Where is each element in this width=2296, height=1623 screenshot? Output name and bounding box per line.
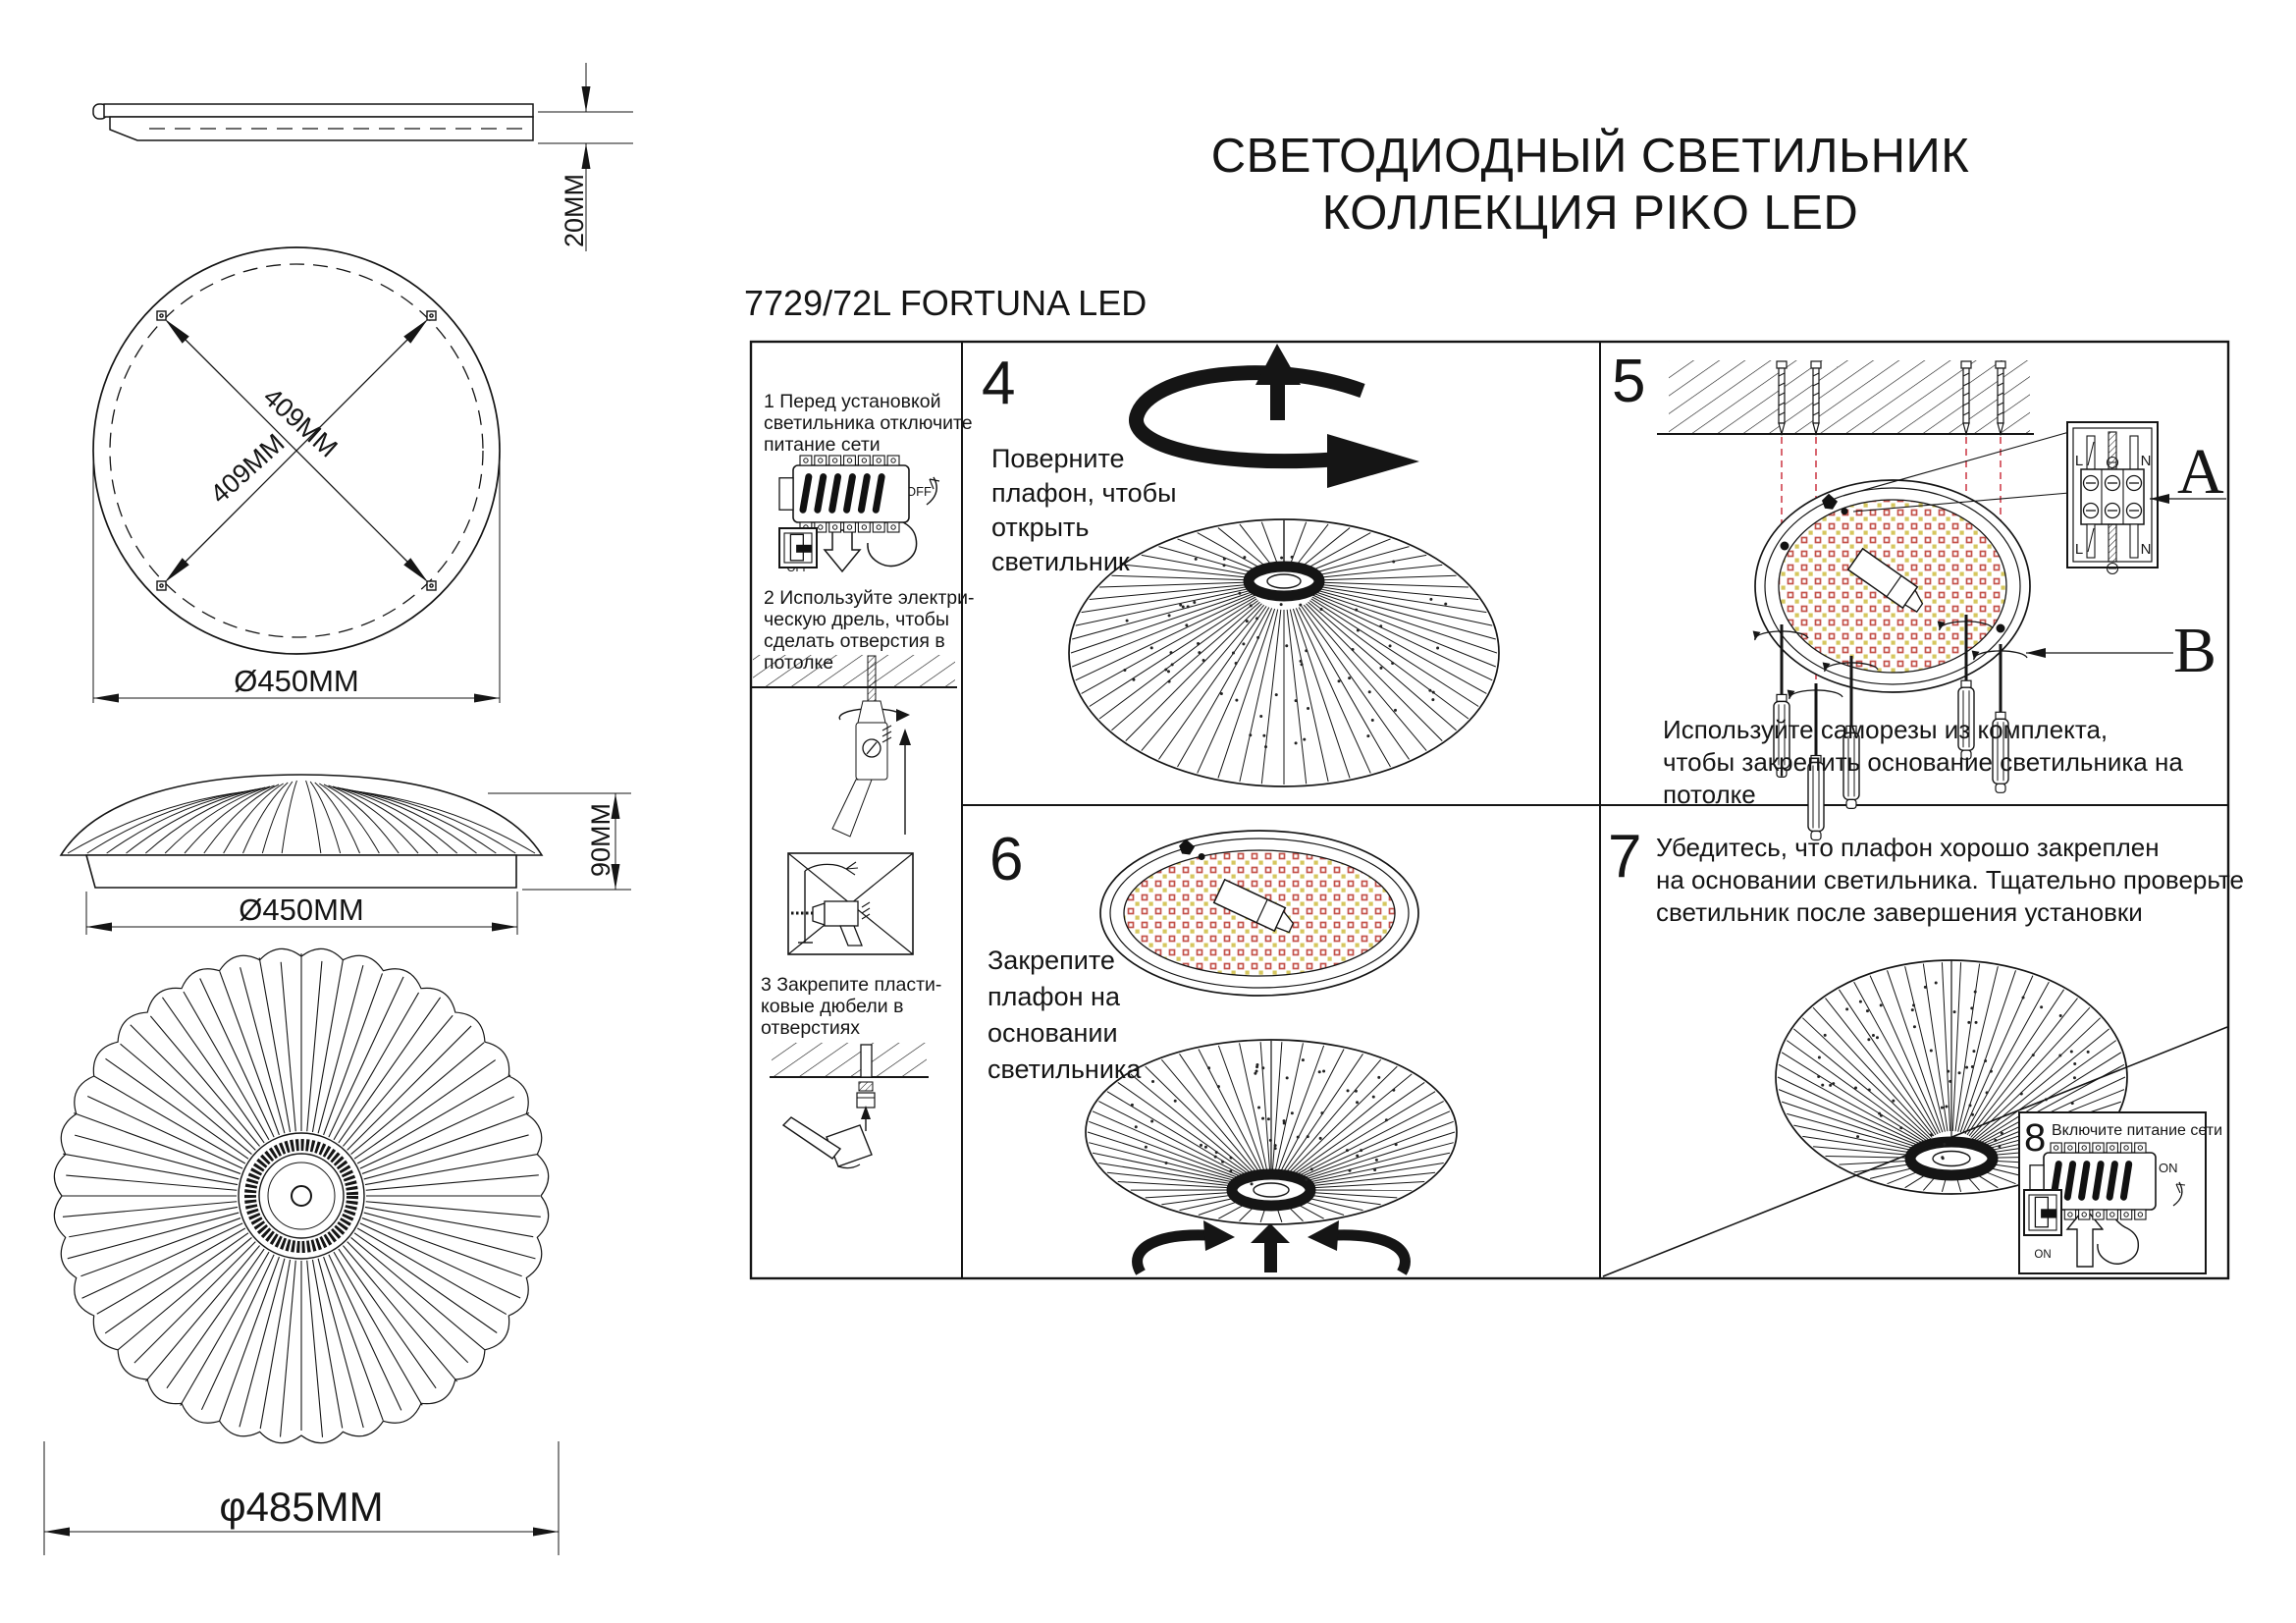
step2-line: сделать отверстия в — [764, 630, 945, 652]
step2-line: 2 Используйте электри- — [764, 587, 975, 609]
model-number: 7729/72L FORTUNA LED — [744, 283, 1148, 323]
step7-caption-line: Убедитесь, что плафон хорошо закреплен — [1656, 833, 2160, 862]
fixture-side-view-drawing: Ø450MM 90MM — [59, 774, 631, 935]
step4-line: открыть — [991, 513, 1090, 542]
step4-text: Поверните плафон, чтобы открыть светильн… — [991, 442, 1177, 579]
instruction-grid-borders — [749, 340, 2230, 1280]
step5-caption-line: Используйте саморезы из комплекта, — [1663, 715, 2109, 744]
step6-line: светильника — [988, 1055, 1142, 1084]
step6-line: плафон на — [988, 982, 1120, 1011]
step6-line: Закрепите — [988, 946, 1115, 975]
step5-caption: Используйте саморезы из комплекта, чтобы… — [1663, 714, 2183, 811]
dim-base-diameter-plan: Ø450MM — [234, 664, 358, 698]
step6-illustration — [1085, 830, 1458, 1275]
step5-caption-line: потолке — [1663, 780, 1756, 809]
step4-line: Поверните — [991, 444, 1125, 473]
step7-caption-line: светильник после завершения установки — [1656, 897, 2143, 927]
step7-number: 7 — [1608, 823, 1642, 891]
step1-line: питание сети — [764, 434, 881, 456]
terminal-n-bottom: N — [2141, 541, 2152, 558]
dim-plate-thickness: 20MM — [560, 174, 589, 247]
step7-caption-line: на основании светильника. Тщательно пров… — [1656, 865, 2244, 894]
base-plan-view-drawing: 409MM 409MM Ø450MM — [92, 246, 501, 703]
step5-number: 5 — [1612, 348, 1646, 415]
base-side-profile-drawing: 20MM — [92, 63, 633, 251]
step3-dowel-hammer-illustration — [770, 1043, 929, 1169]
step6-text: Закрепите плафон на основании светильник… — [988, 943, 1141, 1088]
step4-number: 4 — [982, 350, 1016, 417]
terminal-n-top: N — [2141, 453, 2152, 469]
dim-fixture-height: 90MM — [586, 803, 615, 877]
step5-caption-line: чтобы закрепить основание светильника на — [1663, 747, 2183, 777]
terminal-l-bottom: L — [2075, 541, 2083, 558]
step1-breaker-illustration: OFF OFF — [778, 455, 940, 574]
callout-label-a: A — [2177, 436, 2224, 508]
step4-line: светильник — [991, 547, 1130, 576]
page-title: СВЕТОДИОДНЫЙ СВЕТИЛЬНИК КОЛЛЕКЦИЯ PIKO L… — [1119, 128, 2061, 242]
step2-drill-illustration — [751, 655, 957, 838]
step7-caption: Убедитесь, что плафон хорошо закреплен н… — [1656, 832, 2244, 929]
callout-label-b: B — [2173, 615, 2216, 686]
step8-number: 8 — [2024, 1116, 2047, 1160]
on-breaker-label: ON — [2159, 1161, 2178, 1175]
page-title-line2: КОЛЛЕКЦИЯ PIKO LED — [1321, 187, 1859, 240]
step1-line: 1 Перед установкой — [764, 391, 941, 412]
step7-illustration: ON ON — [1602, 959, 2228, 1277]
terminal-block-detail: L N L N — [2075, 431, 2152, 575]
step4-illustration — [1068, 344, 1500, 787]
page-title-line1: СВЕТОДИОДНЫЙ СВЕТИЛЬНИК — [1210, 130, 1970, 183]
step3-line: 3 Закрепите пласти- — [761, 974, 942, 996]
step2-text: 2 Используйте электри- ческую дрель, что… — [764, 587, 975, 674]
dim-base-diameter-side: Ø450MM — [239, 893, 363, 927]
step1-line: светильника отключите — [764, 412, 973, 434]
step2-warning-illustration — [787, 852, 914, 955]
step6-line: основании — [988, 1018, 1118, 1048]
step8-caption: Включите питание сети — [2052, 1122, 2222, 1139]
step4-line: плафон, чтобы — [991, 478, 1177, 508]
step2-line: потолке — [764, 652, 834, 674]
dim-shade-diameter: φ485MM — [219, 1484, 383, 1530]
step5-illustration: L N L N A B — [1657, 360, 2226, 841]
step3-text: 3 Закрепите пласти- ковые дюбели в отвер… — [761, 974, 941, 1039]
step3-line: ковые дюбели в — [761, 996, 904, 1017]
off-breaker-label: OFF — [906, 484, 932, 499]
step2-line: ческую дрель, чтобы — [764, 609, 949, 630]
step3-line: отверстиях — [761, 1017, 861, 1039]
step1-text: 1 Перед установкой светильника отключите… — [764, 391, 973, 456]
step6-number: 6 — [989, 826, 1024, 893]
on-switch-label: ON — [2034, 1249, 2051, 1261]
shade-plan-view-drawing: φ485MM — [43, 947, 560, 1555]
terminal-l-top: L — [2075, 453, 2083, 469]
